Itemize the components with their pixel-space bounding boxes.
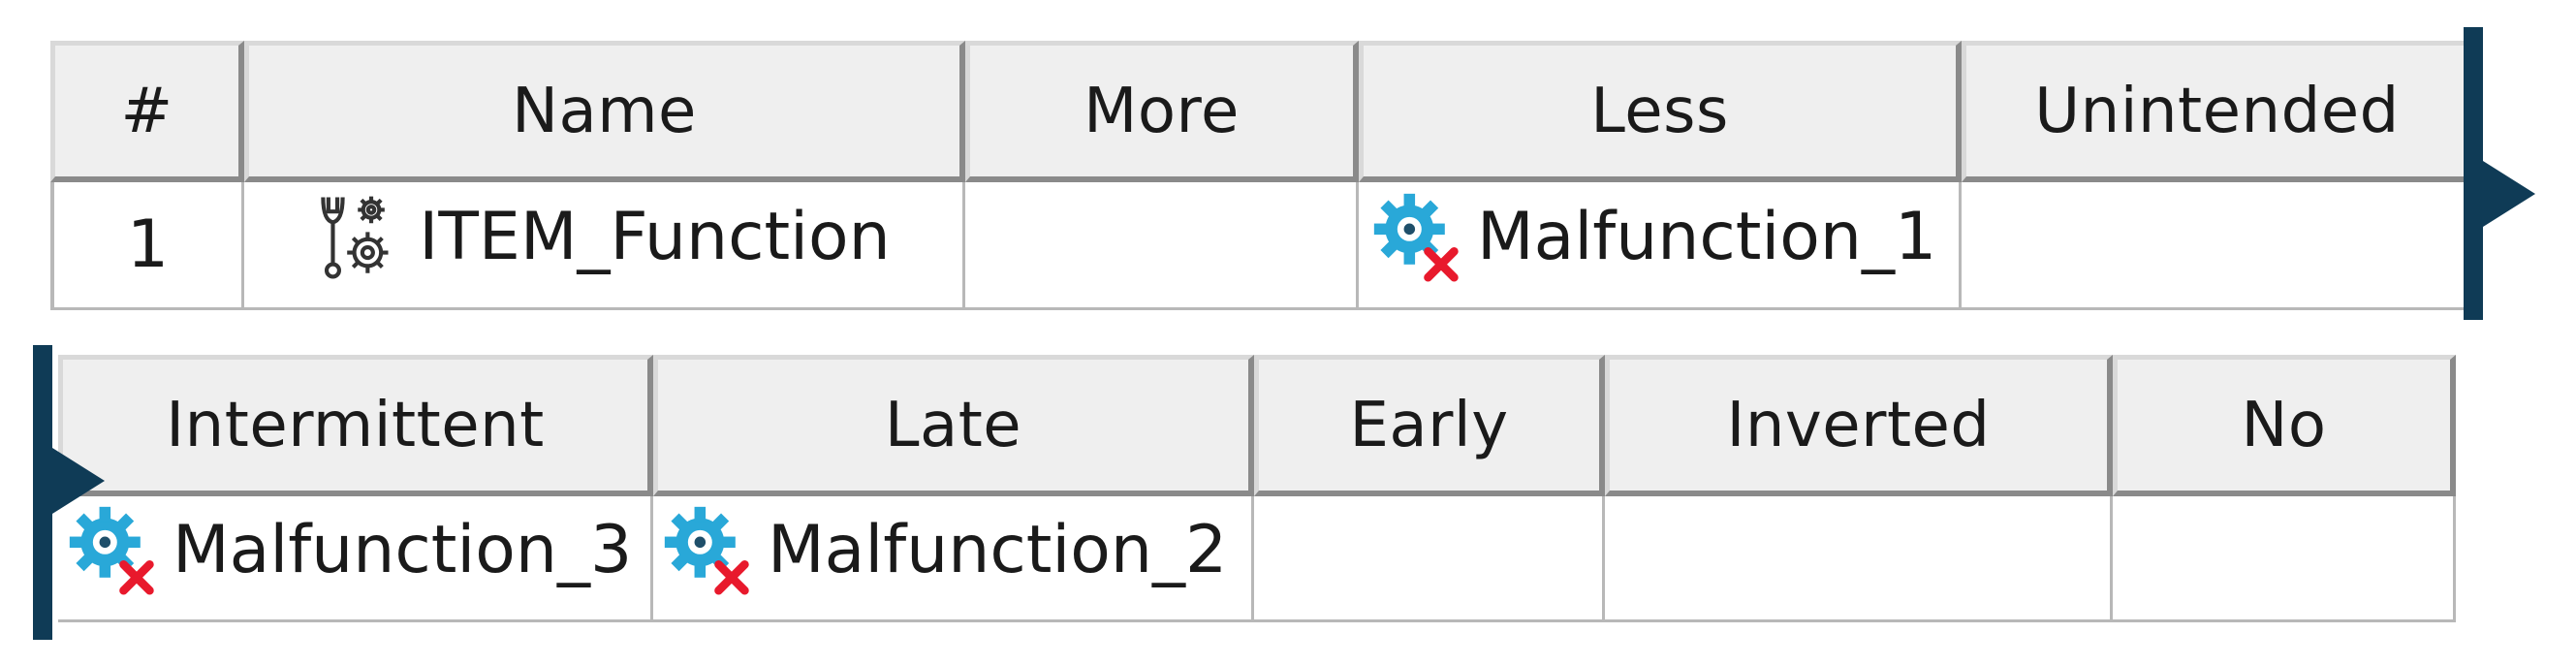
inverted-cell[interactable] (1605, 496, 2113, 622)
unintended-cell[interactable] (1962, 182, 2473, 310)
header-row: Intermittent Late Early Inverted No (58, 355, 2456, 496)
malfunction-label: Malfunction_1 (1477, 198, 1937, 275)
late-cell[interactable]: Malfunction_2 (653, 496, 1254, 622)
hazard-table-bottom: Intermittent Late Early Inverted No Malf… (58, 355, 2456, 622)
column-header-less[interactable]: Less (1359, 41, 1962, 182)
malfunction-gear-icon (661, 503, 754, 596)
wrench-gears-icon (316, 188, 405, 285)
less-cell[interactable]: Malfunction_1 (1359, 182, 1962, 310)
column-header-name[interactable]: Name (244, 41, 965, 182)
name-cell[interactable]: ITEM_Function (244, 182, 965, 310)
more-cell[interactable] (965, 182, 1359, 310)
column-header-no[interactable]: No (2113, 355, 2456, 496)
continue-arrow-right (2483, 161, 2535, 227)
row-index: 1 (126, 206, 170, 283)
malfunction-gear-icon (66, 503, 159, 596)
intermittent-cell[interactable]: Malfunction_3 (58, 496, 653, 622)
column-header-early[interactable]: Early (1254, 355, 1605, 496)
table-row[interactable]: Malfunction_3 Malfunction_2 (58, 496, 2456, 622)
no-cell[interactable] (2113, 496, 2456, 622)
continuation-bar-left (33, 345, 52, 640)
column-header-more[interactable]: More (965, 41, 1359, 182)
row-index-cell[interactable]: 1 (50, 182, 244, 310)
column-header-late[interactable]: Late (653, 355, 1254, 496)
header-row: # Name More Less Unintended (50, 41, 2473, 182)
column-header-intermittent[interactable]: Intermittent (58, 355, 653, 496)
hazard-table-top: # Name More Less Unintended 1 ITEM_Funct… (50, 41, 2473, 310)
malfunction-label: Malfunction_2 (768, 511, 1228, 588)
column-header-index[interactable]: # (50, 41, 244, 182)
function-name: ITEM_Function (419, 198, 891, 275)
continue-arrow-left (52, 448, 105, 514)
continuation-bar-right (2464, 27, 2483, 320)
table-row[interactable]: 1 ITEM_Function Malfunction_1 (50, 182, 2473, 310)
early-cell[interactable] (1254, 496, 1605, 622)
column-header-unintended[interactable]: Unintended (1962, 41, 2473, 182)
malfunction-gear-icon (1370, 190, 1463, 283)
column-header-inverted[interactable]: Inverted (1605, 355, 2113, 496)
malfunction-label: Malfunction_3 (173, 511, 633, 588)
